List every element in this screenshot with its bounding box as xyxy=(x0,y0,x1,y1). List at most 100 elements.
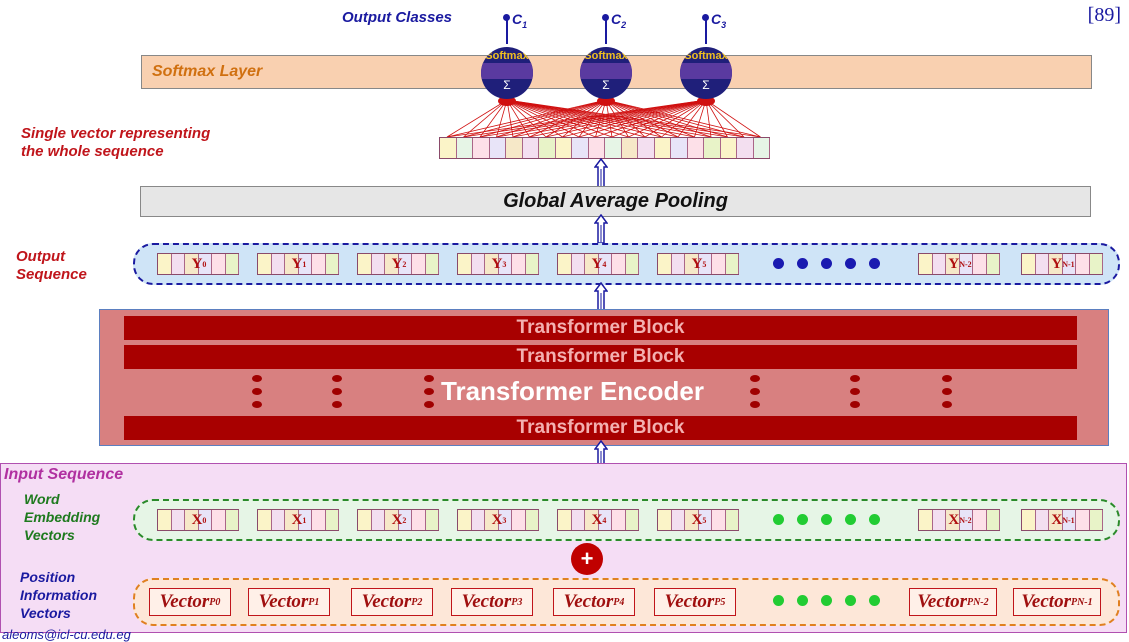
word-embedding-vector-cell xyxy=(325,510,339,530)
vertical-ellipsis-dot xyxy=(332,401,342,408)
vertical-ellipsis-dot xyxy=(942,375,952,382)
connection-line xyxy=(446,99,508,138)
word-embedding-vector-cell xyxy=(625,510,639,530)
word-embedding-vector-cell xyxy=(371,510,385,530)
output-seq-vector-cell xyxy=(598,254,612,274)
connection-line xyxy=(694,99,707,138)
up-arrow-seq-to-pool xyxy=(594,214,608,244)
connection-line xyxy=(506,99,547,138)
pooled-vector-cell xyxy=(440,138,457,158)
connection-line xyxy=(605,99,679,138)
word-embedding-vector-cell xyxy=(598,510,612,530)
word-embedding-ellipsis-dot xyxy=(797,514,808,525)
output-seq-vector-cell xyxy=(1049,254,1063,274)
word-embedding-vector-cell xyxy=(1089,510,1103,530)
output-seq-vector-cell xyxy=(685,254,699,274)
word-embedding-vector-cell xyxy=(498,510,512,530)
word-embedding-vector-cell xyxy=(725,510,739,530)
vertical-ellipsis-dot xyxy=(424,401,434,408)
class-label-c1: C1 xyxy=(512,11,528,30)
output-seq-vector-cell xyxy=(485,254,499,274)
output-seq-ellipsis-dot xyxy=(797,258,808,269)
class-dot-c2 xyxy=(602,14,609,21)
output-seq-vector-cell xyxy=(671,254,685,274)
pooled-vector-cell xyxy=(506,138,523,158)
word-embedding-vector-cell xyxy=(1076,510,1090,530)
output-seq-vector-cell xyxy=(658,254,672,274)
word-embedding-vector-cell xyxy=(1022,510,1036,530)
connection-line xyxy=(677,99,707,138)
vertical-ellipsis-dot xyxy=(850,401,860,408)
vertical-ellipsis-dot xyxy=(252,375,262,382)
word-embedding-vector-cell xyxy=(712,510,726,530)
sigma-icon: Σ xyxy=(503,78,511,92)
word-embedding-ellipsis-dot xyxy=(773,514,784,525)
word-embedding-vector-cell xyxy=(932,510,946,530)
vertical-ellipsis-dot xyxy=(332,388,342,395)
connection-line xyxy=(506,99,514,138)
connection-line xyxy=(506,99,761,138)
connection-line xyxy=(506,99,662,138)
word-embedding-vector-cell xyxy=(1062,510,1076,530)
connection-line xyxy=(463,99,508,138)
output-seq-vector-cell xyxy=(512,254,526,274)
output-seq-vector-cell xyxy=(225,254,239,274)
vertical-ellipsis-dot xyxy=(750,388,760,395)
connection-line xyxy=(506,99,679,138)
pooled-vector-cell xyxy=(605,138,622,158)
connection-line xyxy=(506,99,695,138)
connection-line xyxy=(506,99,563,138)
word-embedding-vector-cell xyxy=(271,510,285,530)
class-arrow-c2 xyxy=(605,18,607,44)
pooled-vector-cell xyxy=(720,138,737,158)
word-embedding-vector-cell xyxy=(698,510,712,530)
output-sequence-label: Output Sequence xyxy=(16,248,87,283)
connection-line xyxy=(506,99,530,138)
output-seq-vector-cell xyxy=(158,254,172,274)
word-embedding-vector-cell xyxy=(1049,510,1063,530)
word-embedding-vector-cell xyxy=(685,510,699,530)
footer-email: aleoms@icl-cu.edu.eg xyxy=(2,627,131,642)
class-label-c3: C3 xyxy=(711,11,727,30)
word-embedding-vector-cell xyxy=(398,510,412,530)
transformer-block-n: Transformer Block xyxy=(124,416,1077,440)
class-dot-c1 xyxy=(503,14,510,21)
pooled-vector-cell xyxy=(737,138,754,158)
output-seq-vector-cell xyxy=(558,254,572,274)
class-label-c2: C2 xyxy=(611,11,627,30)
word-embedding-vector-cell xyxy=(658,510,672,530)
softmax-node-label: Softmax xyxy=(684,50,728,62)
output-seq-vector-cell xyxy=(198,254,212,274)
connection-line xyxy=(605,99,695,138)
output-seq-vector-cell xyxy=(458,254,472,274)
word-embedding-vector-cell xyxy=(671,510,685,530)
fully-connected-lines xyxy=(446,96,761,138)
output-seq-ellipsis-dot xyxy=(869,258,880,269)
global-average-pooling-label: Global Average Pooling xyxy=(503,190,728,212)
word-embedding-vector-cell xyxy=(312,510,326,530)
transformer-block-2: Transformer Block xyxy=(124,345,1077,369)
pooled-vector-cell xyxy=(704,138,721,158)
